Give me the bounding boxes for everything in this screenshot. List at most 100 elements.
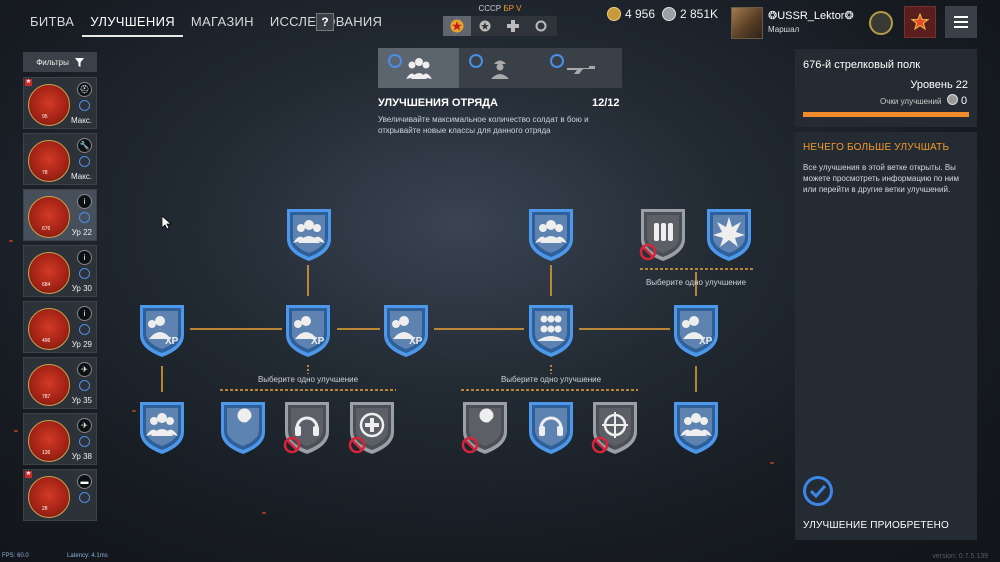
branch-description: Увеличивайте максимальное количество сол… <box>378 115 589 135</box>
army-star-button[interactable] <box>904 6 936 38</box>
unit-level: Макс. <box>70 116 92 125</box>
unit-card[interactable]: 787✈Ур 35 <box>23 357 97 409</box>
unit-level: Ур 22 <box>71 228 92 237</box>
shield-icon <box>529 305 573 357</box>
japan-circle-icon[interactable] <box>527 16 555 36</box>
radio-upgrade-node[interactable] <box>527 398 575 456</box>
branch-title: УЛУЧШЕНИЯ ОТРЯДА <box>378 97 498 109</box>
menu-button[interactable] <box>945 6 977 38</box>
plane-icon: ✈ <box>77 362 92 377</box>
usa-star-icon[interactable] <box>471 16 499 36</box>
info-panel: НЕЧЕГО БОЛЬШЕ УЛУЧШАТЬ Все улучшения в э… <box>795 132 977 540</box>
unit-number: 684 <box>42 282 51 288</box>
plane-icon: ✈ <box>77 418 92 433</box>
check-icon <box>79 212 90 223</box>
germany-cross-icon[interactable] <box>499 16 527 36</box>
regiment-emblem-icon <box>28 84 70 126</box>
hamburger-icon <box>954 16 968 28</box>
silver-coin-icon <box>662 7 676 21</box>
branch-count: 12/12 <box>592 97 620 109</box>
tab-squad-upgrades[interactable] <box>378 48 459 88</box>
squad-upgrade-node[interactable] <box>138 398 186 456</box>
tab-soldier-upgrades[interactable] <box>459 48 540 88</box>
help-button[interactable]: ? <box>316 13 334 31</box>
squad-xp-node[interactable]: XP <box>382 301 430 359</box>
player-profile[interactable]: ❂USSR_Lektor❂ Маршал <box>731 7 895 39</box>
squad-upgrade-node[interactable] <box>285 205 333 263</box>
choose-one-label: Выберите одно улучшение <box>500 375 602 384</box>
locked-icon <box>348 436 366 454</box>
medic-upgrade-node[interactable] <box>348 398 396 456</box>
ember-particle <box>770 462 774 464</box>
squad-size-node[interactable] <box>527 301 575 359</box>
info-icon: i <box>77 250 92 265</box>
squad-xp-node[interactable]: XP <box>672 301 720 359</box>
unit-card[interactable]: ★95⛑Макс. <box>23 77 97 129</box>
points-coin-icon <box>947 94 958 105</box>
nation-name: СССР <box>478 4 502 13</box>
filter-icon <box>74 57 84 67</box>
squad-upgrade-node[interactable] <box>527 205 575 263</box>
unit-card[interactable]: ★28▬ <box>23 469 97 521</box>
top-bar: БИТВА УЛУЧШЕНИЯ МАГАЗИН ИССЛЕДОВАНИЯ ? С… <box>0 0 1000 42</box>
unit-card[interactable]: 78🔧Макс. <box>23 133 97 185</box>
avatar[interactable] <box>731 7 763 39</box>
regiment-name: 676-й стрелковый полк <box>803 59 921 71</box>
engineer-upgrade-node[interactable] <box>219 398 267 456</box>
ussr-star-icon[interactable] <box>443 16 471 36</box>
ember-particle <box>14 430 18 432</box>
rank-badge-icon[interactable] <box>869 11 893 35</box>
points-value: 0 <box>961 95 968 107</box>
squad-upgrade-node[interactable] <box>672 398 720 456</box>
silver-balance: 2 851K <box>662 7 718 21</box>
shield-icon <box>707 209 751 261</box>
check-icon <box>79 100 90 111</box>
ammo-upgrade-node[interactable] <box>639 205 687 263</box>
gold-balance: 4 956 <box>607 7 655 21</box>
shield-icon: XP <box>140 305 184 357</box>
nav-battle[interactable]: БИТВА <box>30 14 75 29</box>
squad-xp-node[interactable]: XP <box>284 301 332 359</box>
tab-weapon-upgrades[interactable] <box>540 48 621 88</box>
shield-icon <box>591 402 637 454</box>
unit-level: Ур 35 <box>71 396 92 405</box>
shield-icon <box>529 402 573 454</box>
unit-card[interactable]: 136 ✈ Ур 38 <box>23 413 97 465</box>
explosive-upgrade-node[interactable] <box>705 205 753 263</box>
unit-number: 136 <box>42 450 51 456</box>
filters-button[interactable]: Фильтры <box>23 52 97 72</box>
check-icon <box>388 54 402 68</box>
ember-particle <box>132 410 136 412</box>
shield-icon: XP <box>674 305 718 357</box>
engineer-upgrade-node[interactable] <box>461 398 509 456</box>
unit-number: 28 <box>42 506 48 512</box>
locked-icon <box>283 436 301 454</box>
rifle-icon <box>566 66 595 74</box>
version-label: version: 0.7.5.139 <box>932 553 988 560</box>
check-icon <box>79 324 90 335</box>
tank-icon: ▬ <box>77 474 92 489</box>
regiment-emblem-icon <box>28 140 70 182</box>
sniper-upgrade-node[interactable] <box>591 398 639 456</box>
radio-upgrade-node[interactable] <box>283 398 331 456</box>
regiment-emblem-icon <box>28 308 70 350</box>
nation-selector: СССР БР V <box>443 4 557 36</box>
nav-shop[interactable]: МАГАЗИН <box>190 14 254 29</box>
unit-level: Ур 29 <box>71 340 92 349</box>
mouse-cursor-icon <box>162 216 172 230</box>
squad-xp-node[interactable]: XP <box>138 301 186 359</box>
ember-particle <box>262 512 266 514</box>
unit-level: Ур 38 <box>71 452 92 461</box>
info-icon: i <box>77 306 92 321</box>
shield-icon <box>221 402 265 454</box>
nav-upgrades[interactable]: УЛУЧШЕНИЯ <box>82 10 183 37</box>
shield-icon <box>529 209 573 261</box>
points-label: Очки улучшений <box>880 97 942 106</box>
shield-icon <box>639 209 685 261</box>
unit-level: Макс. <box>70 172 92 181</box>
star-icon <box>911 13 929 31</box>
